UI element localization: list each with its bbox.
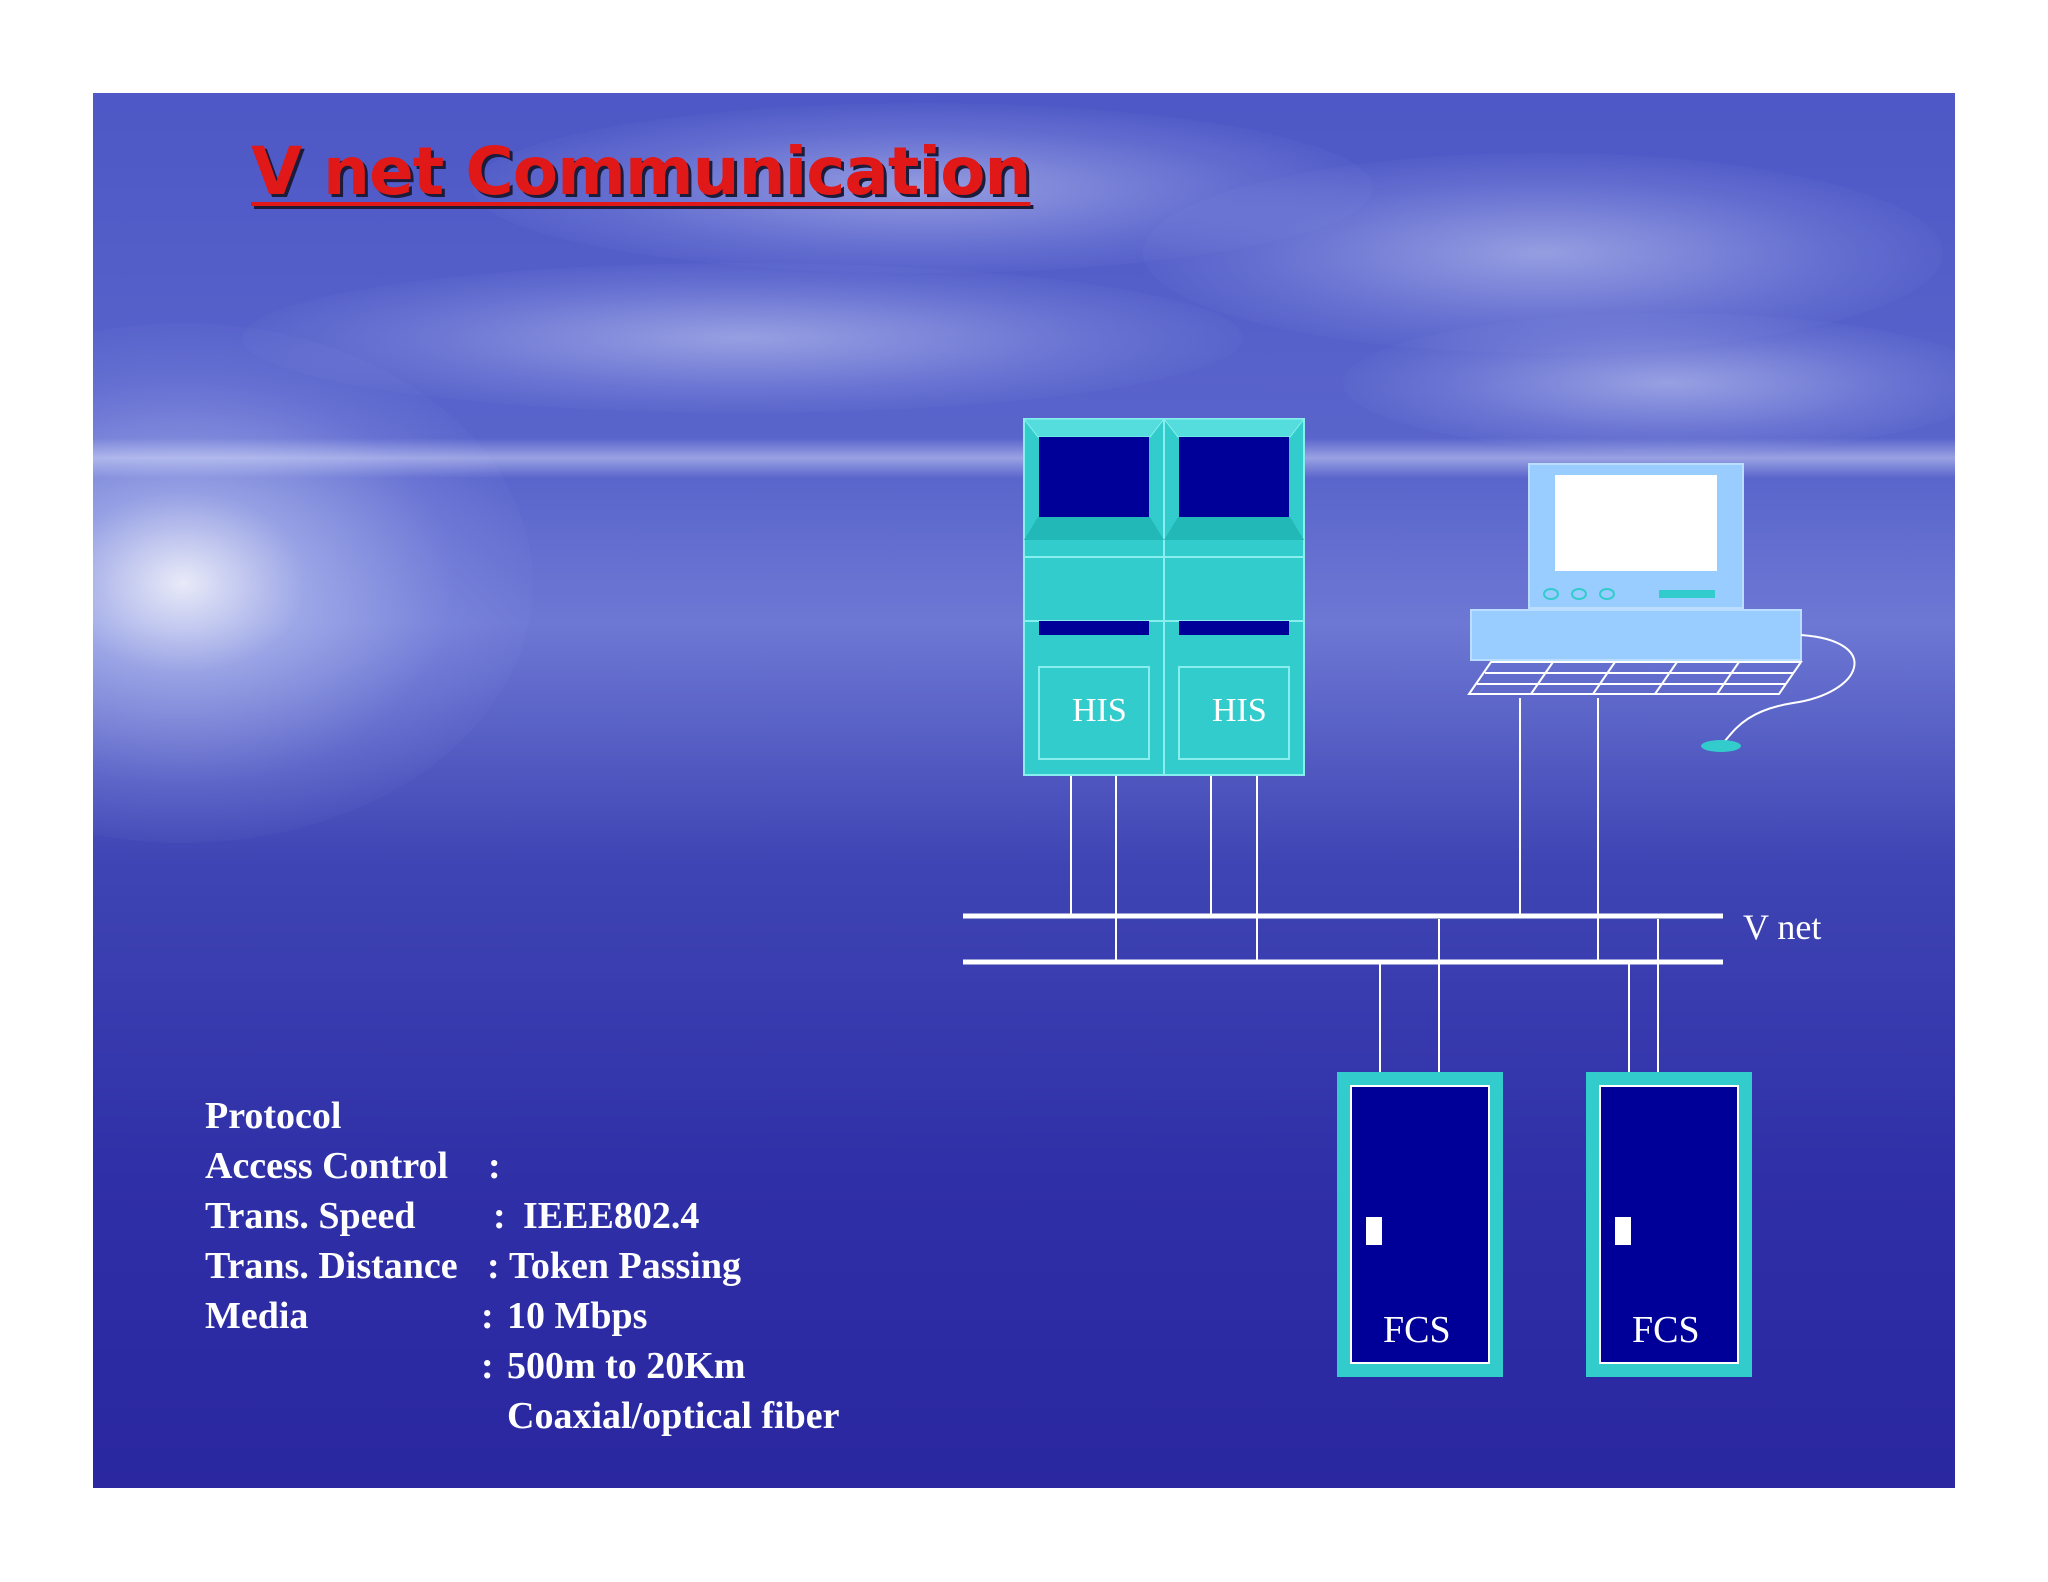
his-right-panel	[1178, 666, 1290, 760]
vnet-bus	[963, 913, 1723, 965]
slide-title: V net Communication	[251, 133, 1031, 210]
slide: V net Communication	[93, 93, 1955, 1488]
spec-protocol: Protocol : IEEE802.4	[205, 1041, 699, 1237]
spec-value: 10 Mbps	[507, 1295, 648, 1337]
pc-workstation	[1467, 463, 1856, 752]
spec-label: Access Control	[205, 1145, 449, 1187]
spec-label: Media	[205, 1295, 309, 1337]
his-left-label: HIS	[1072, 692, 1127, 729]
fcs-right-label: FCS	[1632, 1309, 1700, 1351]
spec-separator: :	[493, 1195, 506, 1237]
cloud	[473, 103, 1373, 273]
keyboard	[1467, 661, 1803, 695]
mouse-cable	[1722, 634, 1856, 744]
connection-lines	[1070, 698, 1659, 1072]
network-diagram	[963, 418, 1856, 1377]
his-left-slot	[1039, 621, 1149, 635]
spec-access-control: Access Control : Token Passing	[205, 1091, 741, 1287]
vnet-label: V net	[1743, 907, 1822, 947]
fcs-left-label: FCS	[1383, 1309, 1451, 1351]
spec-value: Token Passing	[509, 1245, 741, 1287]
fcs-left-handle	[1366, 1217, 1382, 1245]
his-right-label: HIS	[1212, 692, 1267, 729]
spec-separator: :	[487, 1245, 500, 1287]
his-left-screen	[1022, 418, 1166, 540]
spec-media: Media : Coaxial/optical fiber	[205, 1241, 839, 1437]
cloud	[243, 263, 1243, 413]
cloud	[1343, 313, 1955, 453]
spec-separator: :	[488, 1145, 501, 1187]
spec-trans-distance: Trans. Distance : 500m to 20Km	[205, 1191, 746, 1387]
spec-value: Coaxial/optical fiber	[507, 1395, 840, 1437]
fcs-right-handle	[1615, 1217, 1631, 1245]
spec-label: Protocol	[205, 1095, 342, 1137]
his-cabinet	[1022, 418, 1306, 776]
spec-value: 500m to 20Km	[507, 1345, 746, 1387]
spec-trans-speed: Trans. Speed : 10 Mbps	[205, 1141, 647, 1337]
mouse-icon	[1701, 740, 1741, 752]
spec-label: Trans. Speed	[205, 1195, 416, 1237]
spec-list: Protocol : IEEE802.4 Access Control : To…	[205, 1041, 839, 1437]
fcs-right-cabinet	[1586, 1072, 1752, 1377]
cloud	[1143, 153, 1943, 353]
fcs-left-cabinet	[1337, 1072, 1503, 1377]
spec-label: Trans. Distance	[205, 1245, 458, 1287]
spec-separator: :	[481, 1345, 494, 1387]
spec-separator: :	[481, 1295, 494, 1337]
his-left-panel	[1038, 666, 1150, 760]
his-right-screen	[1162, 418, 1306, 540]
spec-value: IEEE802.4	[523, 1195, 700, 1237]
his-right-slot	[1179, 621, 1289, 635]
